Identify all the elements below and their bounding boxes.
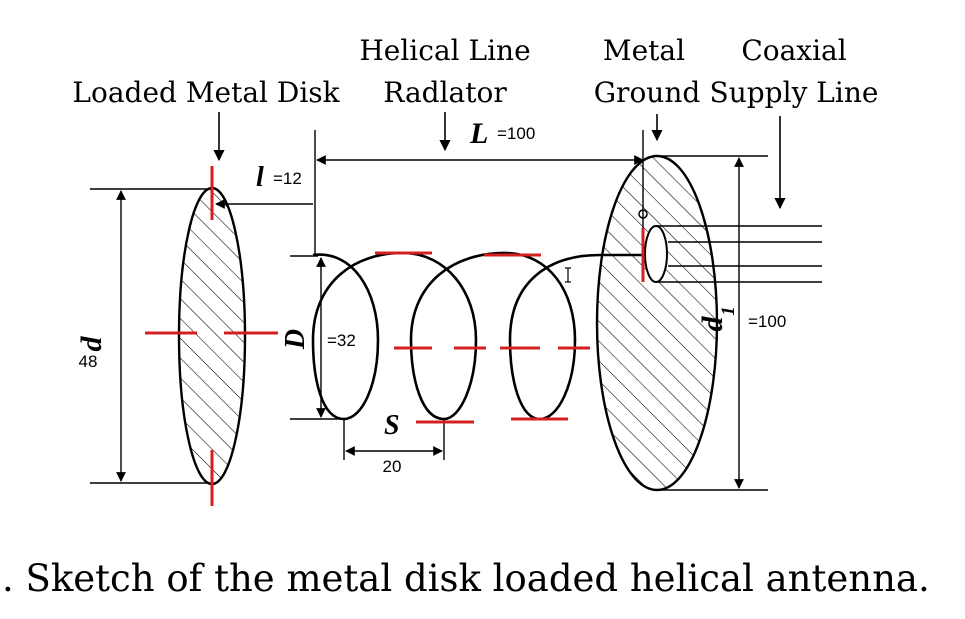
L-symbol: L — [469, 117, 488, 150]
d1-subscript: 1 — [718, 306, 739, 316]
d-symbol: d — [75, 336, 108, 352]
helical-line-label-line2: Radlator — [383, 76, 507, 109]
helical-line-label-line1: Helical Line — [359, 34, 530, 67]
D-value: =32 — [327, 331, 356, 350]
coaxial-label-line1: Coaxial — [741, 34, 846, 67]
d1-symbol: d — [696, 316, 729, 332]
coaxial-label-line2: Supply Line — [710, 76, 879, 109]
d1-value: =100 — [748, 312, 786, 331]
figure-caption: . Sketch of the metal disk loaded helica… — [2, 557, 930, 600]
d-value: 48 — [79, 352, 98, 371]
metal-ground-label-line2: Ground — [594, 76, 701, 109]
l-value: =12 — [273, 169, 302, 188]
D-symbol: D — [280, 329, 311, 350]
loaded-metal-disk — [177, 186, 247, 486]
metal-ground-disk — [595, 154, 719, 492]
l-symbol: l — [256, 162, 264, 193]
L-value: =100 — [497, 124, 535, 143]
S-value: 20 — [383, 457, 402, 476]
helical-line-radiator — [311, 251, 643, 421]
red-markers — [145, 166, 645, 506]
text-cursor-icon — [565, 267, 571, 283]
loaded-metal-disk-label: Loaded Metal Disk — [72, 76, 340, 109]
metal-ground-label-line1: Metal — [603, 34, 685, 67]
S-symbol: S — [384, 410, 400, 441]
coax-small-dot — [638, 209, 648, 219]
coax-connector — [644, 225, 668, 283]
